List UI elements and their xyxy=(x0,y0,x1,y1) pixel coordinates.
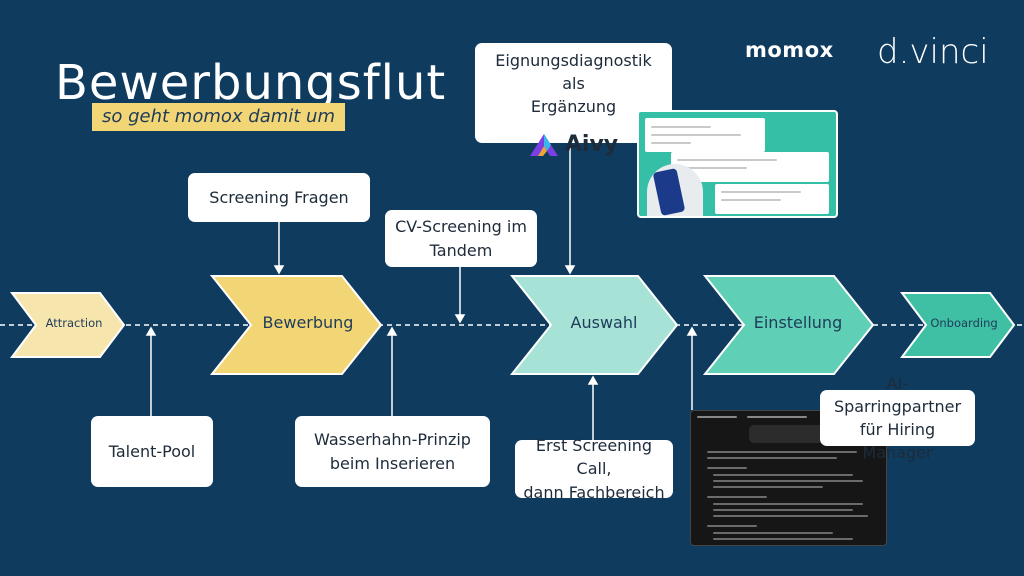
card-talent-pool-text: Talent-Pool xyxy=(108,441,196,461)
page-subtitle: so geht momox damit um xyxy=(92,103,345,131)
stage-einstellung-label: Einstellung xyxy=(753,313,843,332)
card-erst-line2: dann Fachbereich xyxy=(523,482,665,502)
card-ai-line1: AI-Sparringpartner xyxy=(833,373,962,416)
stage-attraction-label: Attraction xyxy=(45,316,103,330)
arrow-head-down xyxy=(454,314,466,324)
card-erst-screening: Erst Screening Call, dann Fachbereich xyxy=(515,436,673,502)
card-erst-line1: Erst Screening Call, xyxy=(535,436,653,479)
stage-onboarding-chevron xyxy=(900,292,1016,358)
aivy-logo-icon xyxy=(529,133,558,156)
stage-attraction-chevron xyxy=(10,292,126,358)
card-cv-screening: CV-Screening im Tandem xyxy=(385,210,537,267)
card-cv-screening-line1: CV-Screening im xyxy=(395,217,527,237)
card-screening-fragen-text: Screening Fragen xyxy=(209,187,349,207)
card-cv-screening-line2: Tandem xyxy=(429,240,493,260)
aivy-logo-text: Aivy xyxy=(564,131,619,157)
card-wasserhahn-line1: Wasserhahn-Prinzip xyxy=(314,430,471,450)
stage-onboarding-label: Onboarding xyxy=(930,316,998,330)
card-eignung-line2: Ergänzung xyxy=(530,97,617,117)
stage-bewerbung-label: Bewerbung xyxy=(262,313,354,332)
card-screening-fragen: Screening Fragen xyxy=(188,173,370,222)
stage-auswahl-chevron xyxy=(509,275,679,375)
arrow-head-up xyxy=(386,326,398,336)
stage-bewerbung-chevron xyxy=(209,275,383,375)
card-wasserhahn-line2: beim Inserieren xyxy=(329,453,456,473)
momox-logo: momox xyxy=(745,38,834,62)
card-talent-pool: Talent-Pool xyxy=(91,416,213,487)
stage-auswahl-label: Auswahl xyxy=(570,313,638,332)
arrow-head-down xyxy=(564,265,576,275)
card-eignung-line1: Eignungsdiagnostik als xyxy=(495,51,652,94)
page-title: Bewerbungsflut xyxy=(55,55,447,111)
stage-einstellung-chevron xyxy=(702,275,875,375)
chat-bubble xyxy=(749,425,829,443)
arrow-head-up xyxy=(686,326,698,336)
aivy-logo: Aivy xyxy=(529,129,618,161)
card-ai-sparring: AI-Sparringpartner für Hiring Manager xyxy=(820,374,975,462)
arrow-head-up xyxy=(587,375,599,385)
card-ai-line2: für Hiring Manager xyxy=(859,420,936,463)
arrow-head-down xyxy=(273,265,285,275)
card-wasserhahn: Wasserhahn-Prinzip beim Inserieren xyxy=(295,416,490,487)
aivy-app-screenshot xyxy=(637,110,838,218)
dvinci-logo: d.vinci xyxy=(877,32,989,72)
arrow-head-up xyxy=(145,326,157,336)
